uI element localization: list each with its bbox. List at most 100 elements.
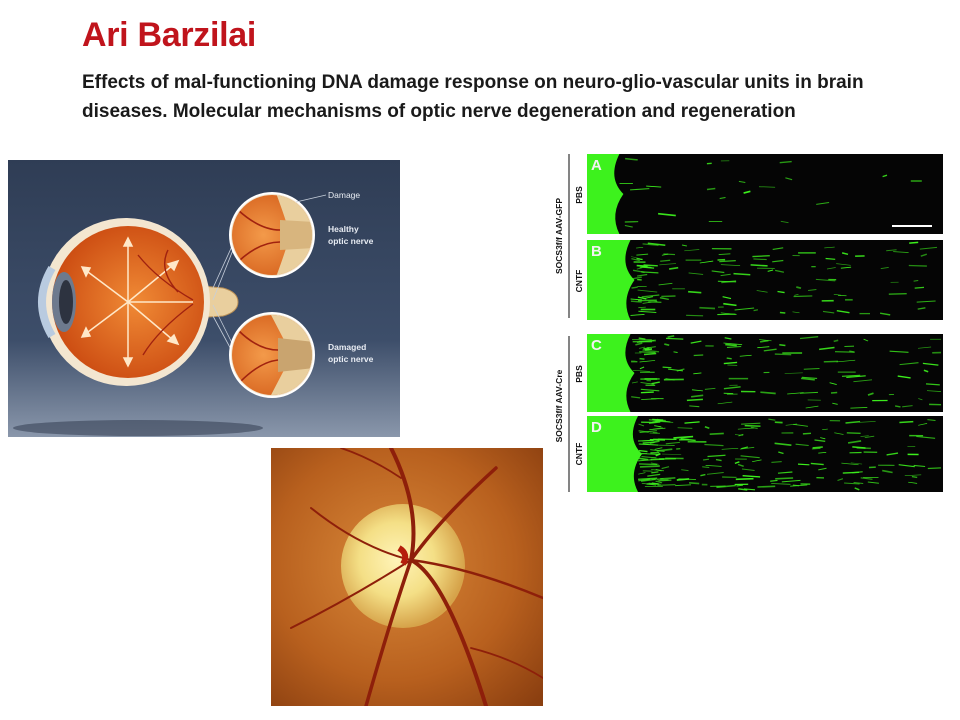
axon-fiber: [824, 246, 835, 249]
axon-fiber: [794, 293, 799, 296]
axon-fiber: [918, 423, 928, 426]
axon-fiber: [795, 443, 809, 447]
axon-fiber: [911, 475, 918, 479]
axon-fiber: [720, 264, 741, 266]
axon-fiber: [717, 401, 733, 405]
axon-fiber: [699, 306, 716, 310]
axon-fiber: [673, 351, 678, 353]
axon-fiber: [899, 420, 914, 424]
axon-fiber: [639, 463, 658, 465]
axon-fiber: [822, 428, 828, 431]
panel-b: CNTF B: [574, 240, 943, 320]
axon-fiber: [642, 300, 658, 304]
condition-label-a: PBS: [574, 186, 584, 204]
axon-fiber: [651, 381, 660, 385]
axon-fiber: [721, 280, 737, 284]
axon-fiber: [724, 337, 732, 340]
axon-fiber: [914, 286, 925, 289]
axon-fiber: [642, 441, 655, 444]
axon-fiber: [715, 458, 722, 462]
axon-fiber: [680, 437, 696, 442]
label-healthy-line1: Healthy: [328, 224, 359, 234]
axon-fiber: [662, 366, 672, 369]
axon-fiber: [642, 243, 659, 247]
axon-fiber: [841, 462, 859, 466]
axon-fiber: [775, 477, 794, 480]
axon-fiber: [834, 432, 844, 435]
axon-fiber: [750, 426, 758, 430]
axon-fiber: [771, 461, 782, 463]
axon-fiber: [649, 427, 666, 431]
axon-fiber: [771, 483, 791, 485]
axon-fiber: [667, 335, 675, 338]
axon-fiber: [860, 435, 869, 437]
axon-fiber: [641, 271, 659, 274]
axon-fiber: [767, 269, 774, 272]
axon-fiber: [852, 471, 863, 474]
axon-fiber: [846, 375, 866, 378]
panel-letter-d: D: [591, 419, 602, 436]
axon-fiber: [759, 339, 769, 343]
axon-fiber: [693, 372, 702, 375]
axon-fiber: [826, 267, 836, 270]
axon-fiber: [805, 405, 819, 409]
cornea: [38, 265, 56, 339]
slide-subtitle: Effects of mal-functioning DNA damage re…: [82, 72, 864, 122]
axon-fiber: [779, 311, 786, 314]
axon-fiber: [829, 382, 837, 386]
axon-fiber: [716, 484, 736, 489]
axon-fiber: [781, 479, 801, 483]
axon-fiber: [647, 473, 661, 477]
axon-fiber: [704, 425, 710, 430]
axon-fiber: [908, 264, 927, 267]
axon-fiber: [631, 258, 640, 262]
axon-fiber: [808, 289, 817, 291]
axon-fiber: [630, 256, 640, 259]
axon-fiber: [720, 312, 737, 315]
axon-fiber: [774, 353, 792, 356]
axon-fiber: [638, 310, 657, 314]
axon-fiber: [636, 340, 655, 343]
axon-fiber: [899, 362, 919, 366]
axon-fiber: [918, 398, 923, 401]
axon-fiber: [792, 484, 800, 487]
axon-fiber: [741, 446, 749, 450]
axon-fiber: [638, 472, 646, 475]
axon-fiber: [686, 398, 703, 402]
axon-fiber: [779, 343, 786, 347]
axon-fiber: [737, 427, 754, 430]
axon-fiber: [774, 269, 785, 273]
axon-fiber: [640, 391, 654, 394]
panel-letter-b: B: [591, 243, 602, 260]
axon-fiber: [646, 185, 662, 188]
axon-fiber: [657, 483, 676, 487]
axon-fiber: [850, 407, 868, 409]
axon-fiber: [664, 343, 670, 347]
axon-fiber: [719, 259, 736, 263]
axon-fiber: [785, 177, 793, 181]
axon-fiber: [738, 488, 748, 491]
axon-fiber: [836, 359, 856, 363]
axon-fiber: [853, 482, 864, 484]
axon-fiber: [639, 357, 645, 360]
axon-fiber: [833, 293, 842, 296]
axon-fiber: [659, 263, 677, 266]
axon-fiber: [644, 348, 653, 351]
axon-fiber: [893, 251, 909, 253]
axon-fiber: [643, 296, 654, 300]
axon-fiber: [772, 247, 784, 250]
axon-fiber: [719, 196, 726, 200]
axon-fiber: [743, 488, 756, 491]
nerve-head-signal: [587, 334, 635, 412]
axon-fiber: [864, 435, 875, 439]
axon-fiber: [882, 469, 893, 474]
axon-fiber: [810, 462, 824, 466]
axon-fiber: [688, 290, 702, 294]
axon-fiber: [638, 459, 652, 462]
axon-fiber: [750, 264, 768, 267]
axon-fiber: [733, 272, 751, 276]
axon-fiber: [654, 425, 662, 428]
axon-fiber: [722, 296, 732, 300]
nerve-head-signal: [587, 240, 635, 320]
axon-fiber: [811, 448, 821, 450]
